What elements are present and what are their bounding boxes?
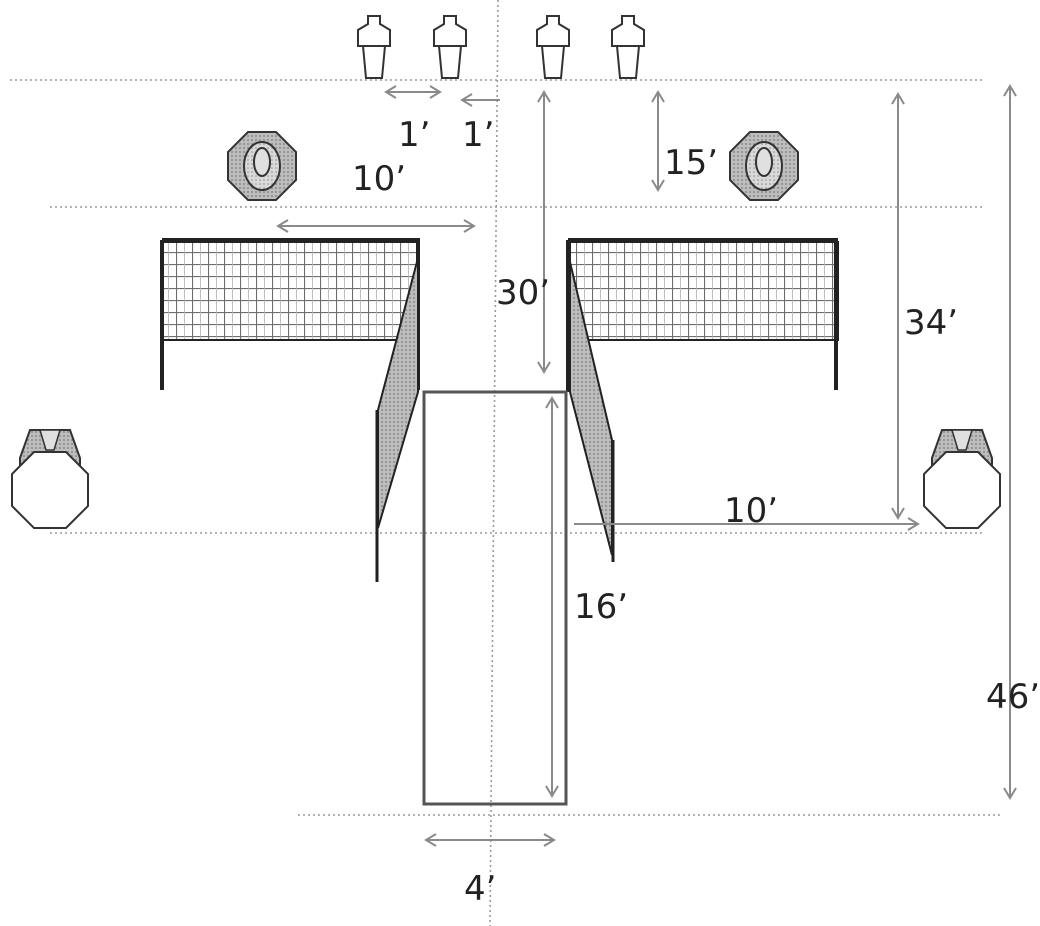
label-runway-width: 4’	[464, 869, 496, 909]
label-gap-left: 1’	[398, 115, 430, 155]
label-right-distance: 34’	[904, 303, 958, 343]
label-left-distance: 10’	[352, 159, 406, 199]
right-frame	[566, 238, 838, 392]
runway	[422, 390, 568, 806]
octagon-stool-figure-icon	[11, 429, 89, 529]
small-cup-figure-icon	[611, 15, 645, 79]
dimension-arrows	[276, 84, 1017, 847]
center-line	[489, 0, 499, 926]
label-total-length: 46’	[986, 677, 1040, 717]
label-center-distance: 30’	[496, 273, 550, 313]
small-cup-figure-icon	[433, 15, 467, 79]
octagon-figure-icon	[227, 131, 297, 201]
small-cup-figure-icon	[357, 15, 391, 79]
label-right-top-distance: 15’	[664, 143, 718, 183]
octagon-figure-icon	[729, 131, 799, 201]
small-cup-figure-icon	[536, 15, 570, 79]
label-runway-length: 16’	[574, 587, 628, 627]
label-side-distance: 10’	[724, 491, 778, 531]
right-net	[569, 241, 839, 341]
guide-lines	[10, 0, 1000, 926]
left-net	[161, 241, 419, 341]
octagon-stool-figure-icon	[923, 429, 1001, 529]
label-gap-center: 1’	[462, 115, 494, 155]
right-goal-structure	[566, 238, 839, 562]
left-goal-structure	[160, 238, 420, 582]
